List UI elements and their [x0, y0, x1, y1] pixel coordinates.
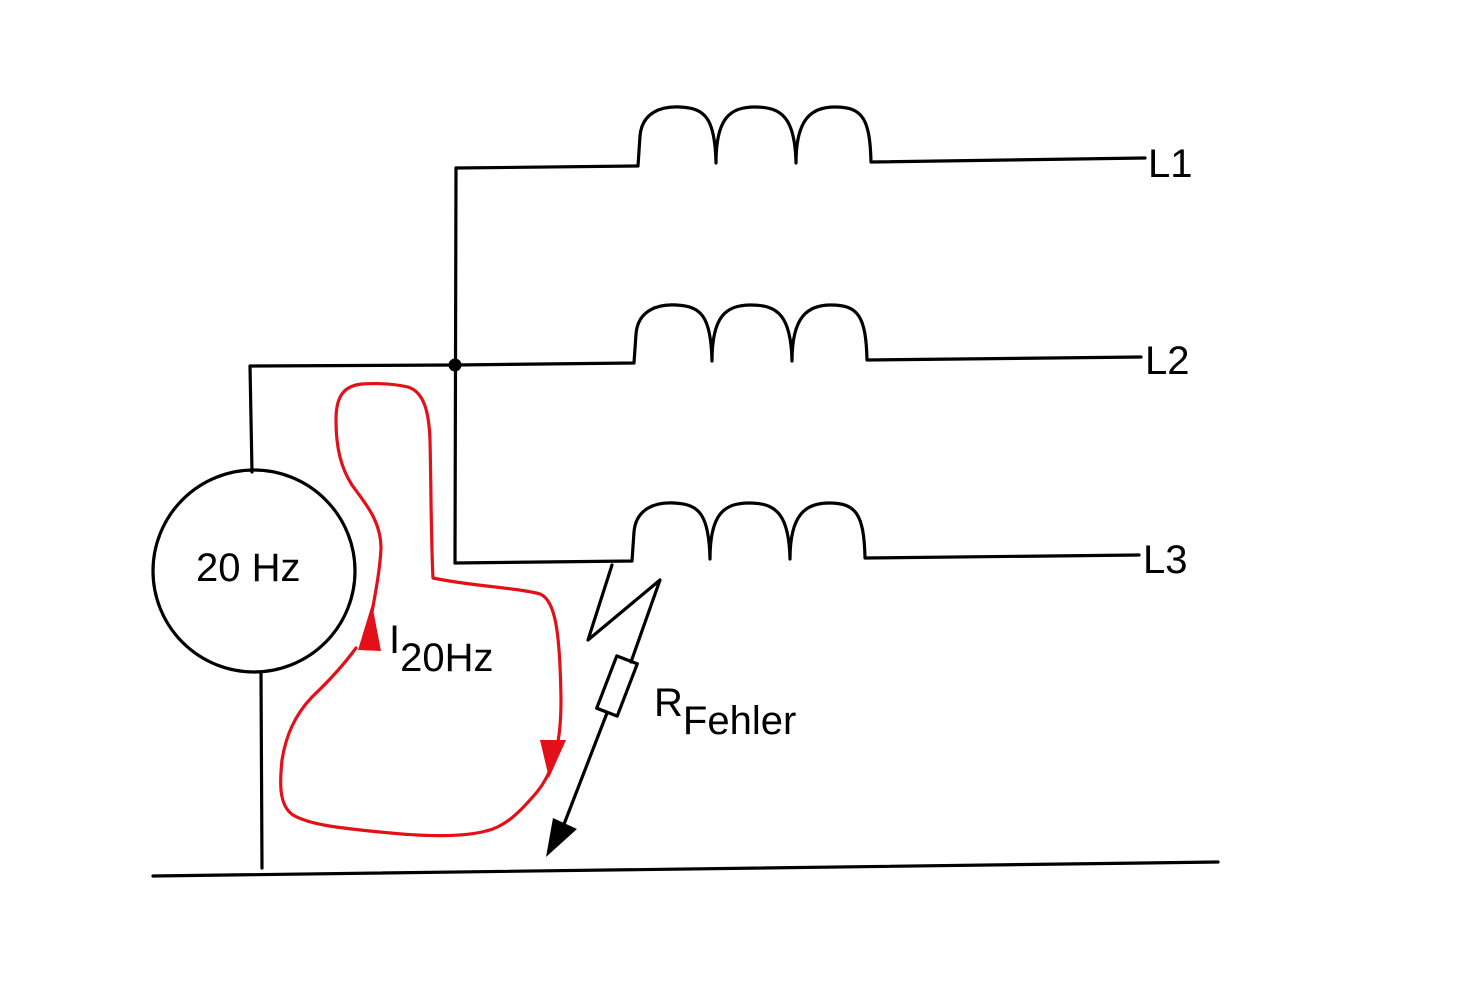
generator-20hz [151, 468, 357, 674]
phase-label-l2: L2 [1145, 339, 1190, 383]
fault-arrow-head [546, 818, 577, 857]
generator-label: 20 Hz [196, 546, 301, 590]
winding-l1 [454, 105, 1147, 170]
resistor-label-sub: Fehler [682, 699, 797, 743]
fault-lead [559, 711, 609, 834]
phase-label-l3: L3 [1143, 538, 1188, 582]
current-label: I20Hz [389, 618, 494, 678]
resistor-label-main: R [654, 681, 683, 725]
phase-label-l1: L1 [1148, 142, 1193, 186]
fault-zigzag [586, 563, 662, 664]
current-arrow-down [540, 740, 566, 778]
current-arrow-up [358, 604, 381, 651]
current-label-sub: 20Hz [400, 636, 494, 680]
current-loop [279, 382, 563, 838]
resistor-label: RFehler [654, 681, 796, 741]
generator-bottom-lead [259, 671, 264, 870]
fault-resistor [595, 654, 639, 718]
current-label-main: I [389, 618, 401, 662]
ground-line [151, 860, 1220, 878]
generator-top-lead [248, 363, 457, 474]
winding-l3 [453, 501, 1141, 565]
winding-l2 [453, 303, 1143, 367]
